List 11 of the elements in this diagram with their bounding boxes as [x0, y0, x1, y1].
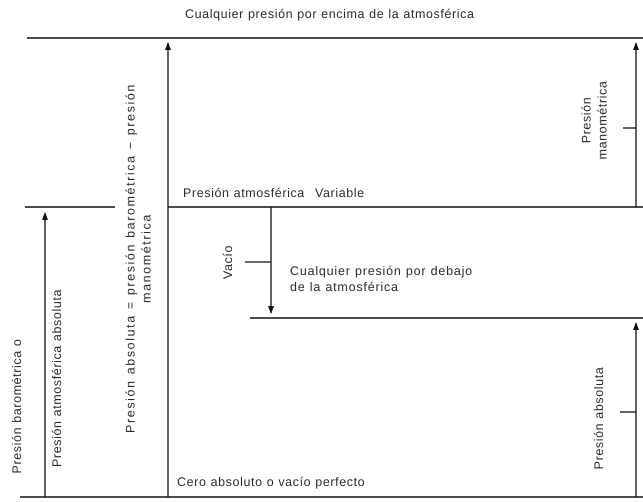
diagram-title: Cualquier presión por encima de la atmosférica [185, 7, 475, 23]
pressure-label: Presión manométrica [579, 80, 610, 162]
pressure-label: Presión atmosférica absoluta [50, 288, 66, 469]
pressure-label: Presión atmosférica [183, 186, 305, 202]
pressure-label: Variable [315, 186, 365, 202]
pressure-label: Presión absoluta [592, 366, 608, 472]
pressure-label: Presión absoluta = presión barométrica − presión manométrica [123, 82, 154, 435]
pressure-label: Vacío [221, 244, 236, 282]
pressure-label: Presión barométrica o [10, 338, 26, 476]
pressure-label: Cualquier presión por debajo de la atmosférica [290, 264, 474, 296]
pressure-label: Cero absoluto o vacío perfecto [177, 475, 366, 491]
